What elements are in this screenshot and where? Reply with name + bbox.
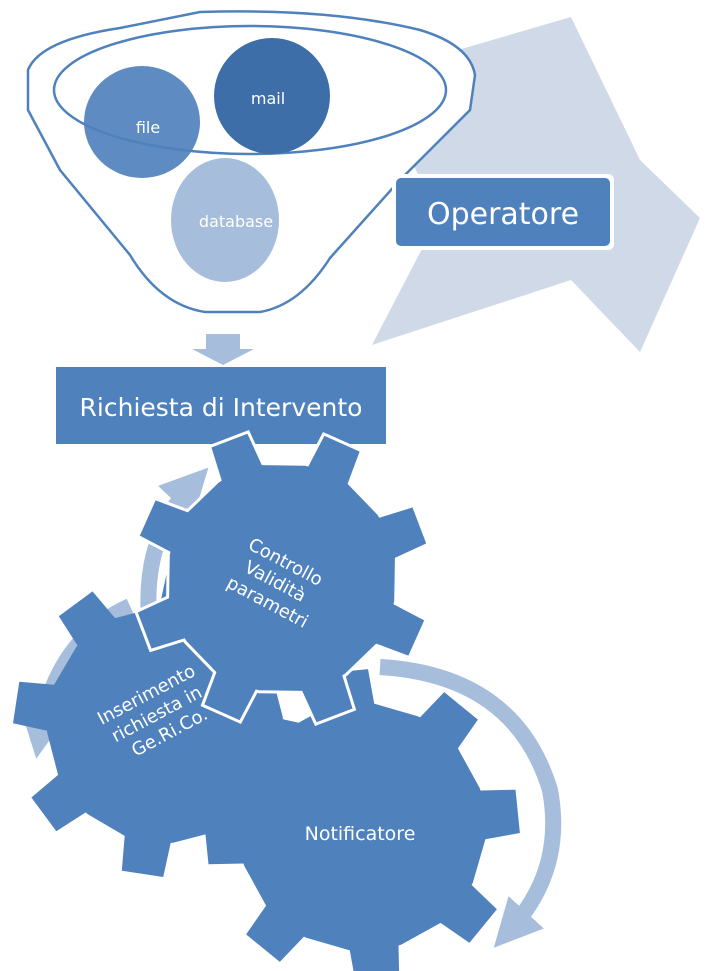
source-file-label: file [136,118,160,137]
request-box: Richiesta di Intervento [56,367,386,444]
source-database-label: database [199,212,273,231]
source-mail-label: mail [251,89,285,108]
gear-validation [133,429,431,727]
operator-label: Operatore [427,197,579,232]
source-database [171,158,279,282]
source-file [84,66,200,178]
source-mail [214,38,330,154]
funnel-down-arrow [192,334,254,365]
request-label: Richiesta di Intervento [80,393,363,422]
operator-box: Operatore [392,174,614,250]
funnel: file mail database [26,10,477,314]
gear-notifier [204,669,520,971]
gear-notifier-label: Notificatore [305,823,416,845]
cycle-arrow-right [379,659,562,948]
